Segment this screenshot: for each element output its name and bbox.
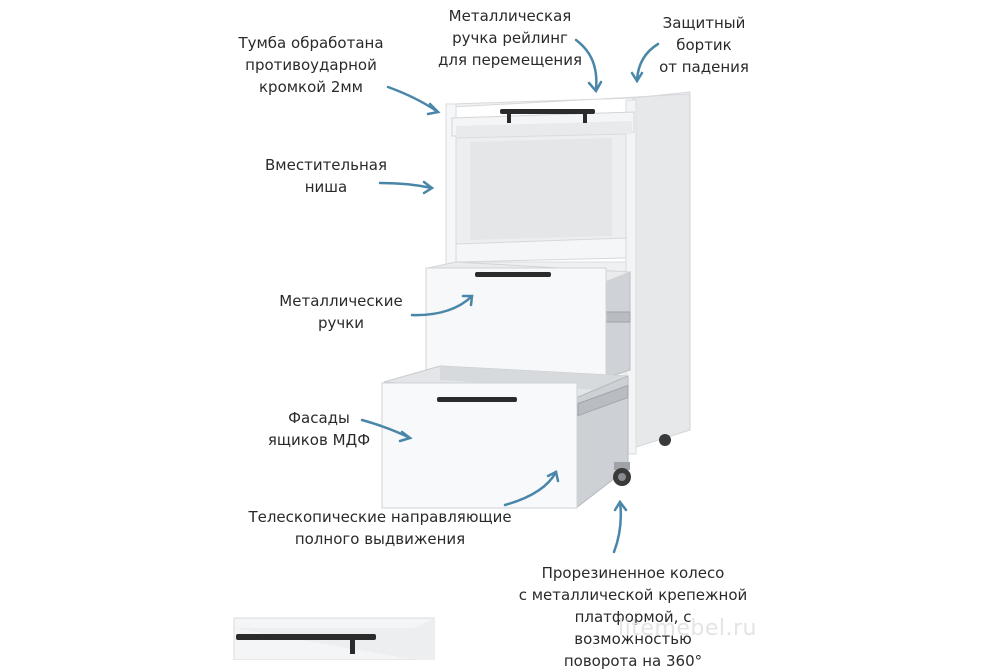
upper-drawer-slide: [605, 311, 631, 323]
lower-drawer-inside: [440, 366, 628, 392]
arrow-icon: [635, 42, 660, 82]
label-facades: Фасады ящиков МДФ: [267, 409, 371, 449]
cabinet-side-panel: [632, 91, 691, 449]
label-slides: Телескопические направляющие полного выд…: [248, 508, 512, 548]
label-edge: Тумба обработана противоударной кромкой …: [238, 34, 384, 96]
detail-thumbnail: [233, 617, 435, 660]
arrow-icon: [612, 500, 622, 554]
watermark-text: litemebel.ru: [618, 616, 757, 641]
arrow-icon: [386, 85, 440, 114]
lower-drawer-handle: [437, 397, 517, 402]
arrow-icon: [378, 181, 434, 190]
arrow-icon: [574, 38, 598, 92]
arrow-icon: [410, 294, 474, 317]
arrow-icon: [503, 470, 558, 507]
upper-drawer-handle: [475, 272, 551, 277]
rear-wheel: [659, 434, 671, 446]
label-handle-rail: Металлическая ручка рейлинг для перемеще…: [437, 7, 583, 69]
lower-drawer-slide: [577, 384, 629, 417]
upper-drawer-facade: [425, 267, 607, 380]
arrows: [360, 38, 660, 554]
label-niche: Вместительная ниша: [265, 156, 387, 196]
label-metal-handles: Металлические ручки: [279, 292, 403, 332]
label-guard: Защитный бортик от падения: [659, 14, 749, 76]
top-shelf: [456, 121, 632, 138]
wheel-icon: [613, 462, 631, 486]
middle-shelf: [455, 237, 627, 263]
handle-icon: [500, 109, 595, 123]
upper-drawer-side: [604, 271, 631, 379]
niche-back: [470, 138, 612, 240]
